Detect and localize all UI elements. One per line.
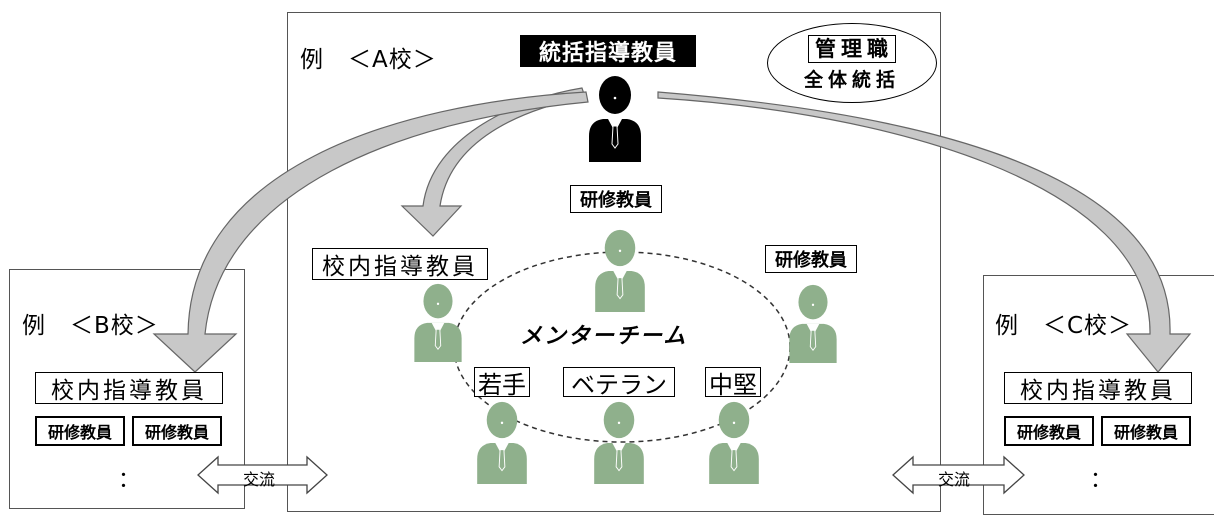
trainee-label-right: 研修教員 xyxy=(765,245,857,273)
school-c-more: ： xyxy=(1090,468,1113,493)
school-c-trainee-1: 研修教員 xyxy=(1004,416,1094,446)
exchange-right-label: 交流 xyxy=(938,470,971,489)
person-icon-top xyxy=(595,229,645,312)
school-b-trainee-2: 研修教員 xyxy=(132,416,222,446)
group-veteran-label: ベテラン xyxy=(563,367,675,399)
exchange-left-label: 交流 xyxy=(243,470,276,489)
exchange-arrow-left xyxy=(197,455,328,495)
management-role: 管理職 xyxy=(808,34,896,63)
group-midcareer-label: 中堅 xyxy=(705,367,761,399)
school-b-trainee-1: 研修教員 xyxy=(35,416,125,446)
management-scope: 全体統括 xyxy=(803,68,900,91)
school-b-lead-label: 校内指導教員 xyxy=(35,372,223,404)
trainee-label-top: 研修教員 xyxy=(570,185,662,213)
school-c-trainee-2: 研修教員 xyxy=(1101,416,1191,446)
school-a-label: 例 ＜A校＞ xyxy=(300,47,437,73)
school-b-label: 例 ＜B校＞ xyxy=(22,313,159,339)
person-icon-left xyxy=(414,283,462,362)
group-young-label: 若手 xyxy=(474,367,530,399)
mentor-team-label: メンターチーム xyxy=(520,324,688,349)
person-icon-midcareer xyxy=(709,401,759,484)
person-icon-young xyxy=(477,401,527,484)
school-a-lead-label: 校内指導教員 xyxy=(312,248,488,280)
school-c-lead-label: 校内指導教員 xyxy=(1004,372,1192,404)
person-icon-right xyxy=(789,284,837,363)
school-c-label: 例 ＜C校＞ xyxy=(995,313,1133,339)
diagram-connectors xyxy=(152,87,1192,495)
management-ellipse: 管理職 全体統括 xyxy=(767,23,937,103)
person-icon-veteran xyxy=(594,401,644,484)
school-b-more: ： xyxy=(118,468,141,493)
arrow-to-school-b xyxy=(152,91,589,373)
overall-lead-title: 統括指導教員 xyxy=(520,35,696,67)
exchange-arrow-right xyxy=(892,455,1025,495)
overall-lead-person-icon xyxy=(589,76,641,162)
